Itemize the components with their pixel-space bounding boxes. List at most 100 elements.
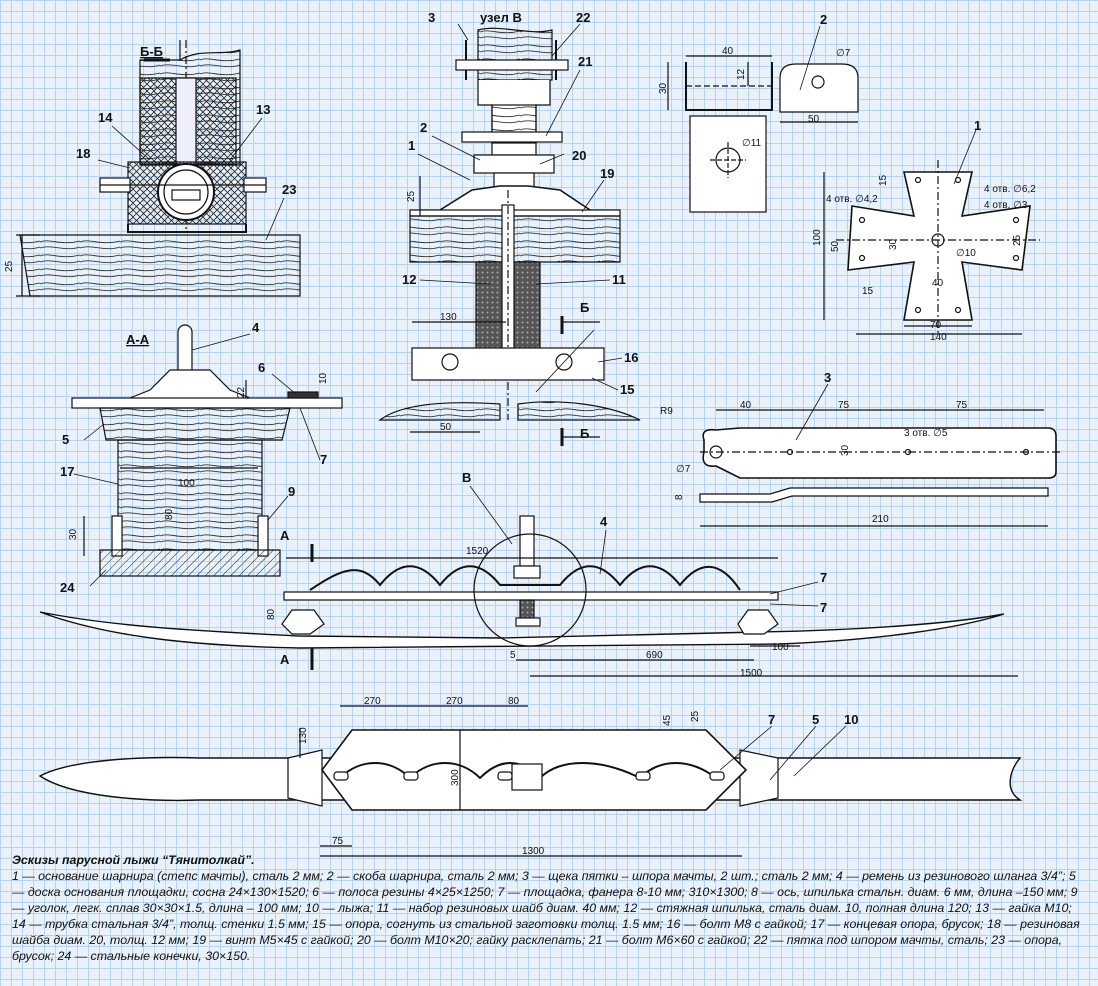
- dim-80a: 80: [164, 508, 175, 520]
- cut-mark-a-top: А: [280, 528, 290, 543]
- part-label-7c: 7: [820, 600, 827, 615]
- part-label-18: 18: [76, 146, 90, 161]
- dim-1500: 1500: [740, 668, 763, 679]
- side-view: [39, 515, 1018, 677]
- dim-3otv5: 3 отв. ∅5: [904, 428, 948, 439]
- dim-30c: 30: [888, 238, 899, 250]
- part-label-16: 16: [624, 350, 638, 365]
- part-label-17: 17: [60, 464, 74, 479]
- dim-8: 8: [674, 494, 685, 500]
- figure-caption: Эскизы парусной лыжи “Тянитолкай”. 1 — о…: [12, 852, 1088, 964]
- leader-lines: [73, 23, 977, 781]
- dim-1300: 1300: [522, 846, 545, 857]
- dim-R9: R9: [660, 406, 673, 417]
- part-label-21: 21: [578, 54, 592, 69]
- part-label-6: 6: [258, 360, 265, 375]
- dim-45: 45: [662, 714, 673, 726]
- dim-25d: 25: [690, 710, 701, 722]
- part-label-15: 15: [620, 382, 634, 397]
- section-label-aa: А-А: [126, 332, 150, 347]
- caption-text: 1 — основание шарнира (степс мачты), ста…: [12, 869, 1080, 963]
- part-label-23: 23: [282, 182, 296, 197]
- cut-mark-b-bottom: Б: [580, 426, 589, 441]
- part-label-7d: 7: [768, 712, 775, 727]
- dim-690: 690: [646, 650, 663, 661]
- dim-7b: ∅7: [676, 464, 691, 475]
- part-label-7b: 7: [820, 570, 827, 585]
- top-view: [38, 705, 1023, 857]
- section-label-node-v: узел В: [480, 10, 522, 25]
- part-label-7a: 7: [320, 452, 327, 467]
- part-label-2a: 2: [420, 120, 427, 135]
- part-label-9: 9: [288, 484, 295, 499]
- part-label-19: 19: [600, 166, 614, 181]
- dim-4otv42: 4 отв. ∅4,2: [826, 194, 878, 205]
- dim-270a: 270: [364, 696, 381, 707]
- dim-300: 300: [450, 769, 461, 786]
- part-label-4b: 4: [600, 514, 608, 529]
- part-label-10: 10: [844, 712, 858, 727]
- part-label-4a: 4: [252, 320, 260, 335]
- section-aa: [71, 324, 343, 577]
- dim-4otv62: 4 отв. ∅6,2: [984, 184, 1036, 195]
- dim-11: ∅11: [742, 138, 762, 149]
- part-label-12: 12: [402, 272, 416, 287]
- dim-40c: 40: [740, 400, 752, 411]
- dim-5: 5: [510, 650, 516, 661]
- dim-15a: 15: [878, 174, 889, 186]
- part-label-13: 13: [256, 102, 270, 117]
- part-3-detail: [699, 409, 1060, 527]
- part-label-5a: 5: [62, 432, 69, 447]
- dim-70: 70: [930, 320, 942, 331]
- dim-15b: 15: [862, 286, 874, 297]
- dim-100b: 100: [812, 229, 823, 246]
- dim-80c: 80: [508, 696, 520, 707]
- part-label-22: 22: [576, 10, 590, 25]
- part-label-1a: 1: [408, 138, 415, 153]
- dim-10: 10: [318, 372, 329, 384]
- dim-25a: 25: [4, 260, 15, 272]
- section-bb: [16, 40, 301, 297]
- part-label-11: 11: [612, 272, 626, 287]
- dim-25b: 25: [406, 190, 417, 202]
- section-label-v: В: [462, 470, 471, 485]
- part-label-14: 14: [98, 110, 113, 125]
- dim-100a: 100: [178, 478, 195, 489]
- dim-25c: 25: [1012, 234, 1023, 246]
- dim-50b: 50: [808, 114, 820, 125]
- dim-210: 210: [872, 514, 889, 525]
- dim-40b: 40: [932, 278, 944, 289]
- node-v: [378, 27, 641, 446]
- dim-30b: 30: [658, 82, 669, 94]
- dim-12: 12: [736, 68, 747, 80]
- part-label-1b: 1: [974, 118, 981, 133]
- part-2-detail: [667, 55, 859, 213]
- dim-270b: 270: [446, 696, 463, 707]
- part-1-detail: [823, 160, 1040, 335]
- dim-1520: 1520: [466, 546, 489, 557]
- dim-75c: 75: [332, 836, 344, 847]
- dim-40a: 40: [722, 46, 734, 57]
- dim-75b: 75: [956, 400, 968, 411]
- dim-130a: 130: [440, 312, 457, 323]
- dim-100c: 100: [772, 642, 789, 653]
- dim-80b: 80: [266, 608, 277, 620]
- dim-4otv3: 4 отв. ∅3: [984, 200, 1028, 211]
- part-label-24: 24: [60, 580, 75, 595]
- dim-75a: 75: [838, 400, 850, 411]
- part-label-3a: 3: [428, 10, 435, 25]
- dim-30a: 30: [68, 528, 79, 540]
- part-label-3b: 3: [824, 370, 831, 385]
- dim-10dia: ∅10: [956, 248, 976, 259]
- dim-22: 22: [236, 386, 247, 398]
- dim-30d: 30: [840, 444, 851, 456]
- dim-130b: 130: [298, 727, 309, 744]
- part-label-20: 20: [572, 148, 586, 163]
- part-label-5b: 5: [812, 712, 819, 727]
- section-label-bb: Б-Б: [140, 44, 163, 59]
- dim-50c: 50: [830, 240, 841, 252]
- dim-7a: ∅7: [836, 48, 851, 59]
- cut-mark-b-top: Б: [580, 300, 589, 315]
- cut-mark-a-bottom: А: [280, 652, 290, 667]
